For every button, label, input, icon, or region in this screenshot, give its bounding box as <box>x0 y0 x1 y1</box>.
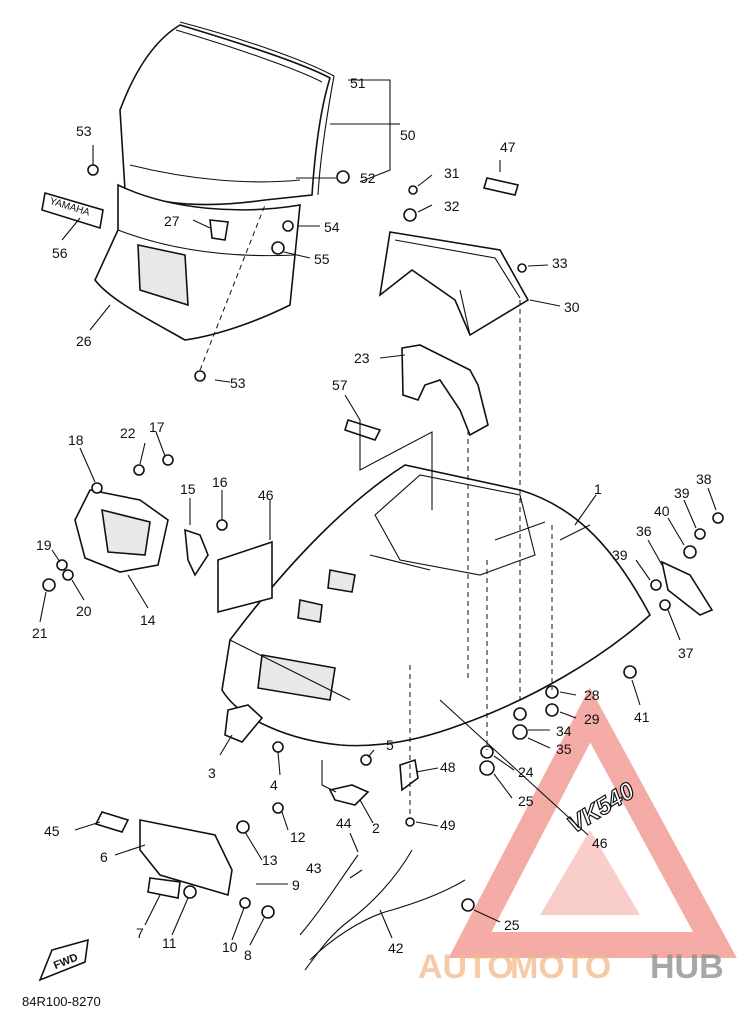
watermark-text: AUTO MOTO HUB <box>418 948 724 986</box>
callout-27: 27 <box>164 213 180 229</box>
fwd-arrow-icon: FWD <box>38 938 89 982</box>
yamaha-badge: YAMAHA <box>41 191 104 230</box>
callout-15: 15 <box>180 481 196 497</box>
callout-47: 47 <box>500 139 516 155</box>
upper-panel <box>94 183 301 341</box>
callout-19: 19 <box>36 537 52 553</box>
decal-45 <box>94 811 130 833</box>
callout-5: 5 <box>386 737 394 753</box>
callout-23: 23 <box>354 350 370 366</box>
callout-24: 24 <box>518 764 534 780</box>
callout-1: 1 <box>594 481 602 497</box>
callout-30: 30 <box>564 299 580 315</box>
callout-40: 40 <box>654 503 670 519</box>
callout-29: 29 <box>584 711 600 727</box>
callout-44: 44 <box>336 815 352 831</box>
hardware-fasteners <box>42 164 724 919</box>
watermark-auto: AUTO <box>418 948 514 986</box>
callout-32: 32 <box>444 198 460 214</box>
alignment-lines <box>199 204 553 815</box>
decal-46 <box>217 540 273 614</box>
callout-42: 42 <box>388 940 404 956</box>
watermark-moto: MOTO <box>510 948 611 986</box>
callout-labels: 1 2 3 4 5 6 7 8 9 10 11 12 13 14 15 16 1… <box>32 75 712 963</box>
callout-14: 14 <box>140 612 156 628</box>
headlight-visor <box>378 231 530 337</box>
bracket-23 <box>401 344 489 437</box>
callout-3: 3 <box>208 765 216 781</box>
callout-28: 28 <box>584 687 600 703</box>
callout-10: 10 <box>222 939 238 955</box>
callout-51: 51 <box>350 75 366 91</box>
callout-9: 9 <box>292 877 300 893</box>
callout-39a: 39 <box>674 485 690 501</box>
callout-45: 45 <box>44 823 60 839</box>
callout-16: 16 <box>212 474 228 490</box>
callout-31: 31 <box>444 165 460 181</box>
callout-13: 13 <box>262 852 278 868</box>
callout-37: 37 <box>678 645 694 661</box>
side-duct <box>74 489 169 573</box>
front-cover <box>139 819 233 897</box>
decal-57 <box>344 418 382 441</box>
callout-20: 20 <box>76 603 92 619</box>
callout-43: 43 <box>306 860 322 876</box>
callout-46b: 46 <box>592 835 608 851</box>
callout-36: 36 <box>636 523 652 539</box>
windshield <box>119 21 335 206</box>
callout-21: 21 <box>32 625 48 641</box>
callout-6: 6 <box>100 849 108 865</box>
callout-52: 52 <box>360 170 376 186</box>
brackets <box>147 219 419 899</box>
callout-12: 12 <box>290 829 306 845</box>
callout-57: 57 <box>332 377 348 393</box>
diagram-code: 84R100-8270 <box>22 994 101 1009</box>
watermark-hub: HUB <box>650 948 724 986</box>
leader-lines <box>39 79 717 946</box>
callout-2: 2 <box>372 820 380 836</box>
callout-35: 35 <box>556 741 572 757</box>
callout-53a: 53 <box>76 123 92 139</box>
callout-56: 56 <box>52 245 68 261</box>
callout-33: 33 <box>552 255 568 271</box>
callout-41: 41 <box>634 709 650 725</box>
callout-55: 55 <box>314 251 330 267</box>
callout-26: 26 <box>76 333 92 349</box>
callout-17: 17 <box>149 419 165 435</box>
callout-34: 34 <box>556 723 572 739</box>
callout-46a: 46 <box>258 487 274 503</box>
callout-54: 54 <box>324 219 340 235</box>
callout-4: 4 <box>270 777 278 793</box>
callout-53b: 53 <box>230 375 246 391</box>
main-hood <box>221 464 652 747</box>
callout-25a: 25 <box>518 793 534 809</box>
decal-47 <box>482 177 520 196</box>
callout-39b: 39 <box>612 547 628 563</box>
callout-38: 38 <box>696 471 712 487</box>
watermark-logo-icon <box>448 687 737 958</box>
callout-48: 48 <box>440 759 456 775</box>
cables <box>299 849 466 971</box>
callout-11: 11 <box>162 935 177 951</box>
callout-25b: 25 <box>504 917 520 933</box>
callout-8: 8 <box>244 947 252 963</box>
callout-22: 22 <box>120 425 136 441</box>
side-panel-36 <box>660 560 714 616</box>
callout-18: 18 <box>68 432 84 448</box>
callout-7: 7 <box>136 925 144 941</box>
callout-50: 50 <box>400 127 416 143</box>
callout-49: 49 <box>440 817 456 833</box>
